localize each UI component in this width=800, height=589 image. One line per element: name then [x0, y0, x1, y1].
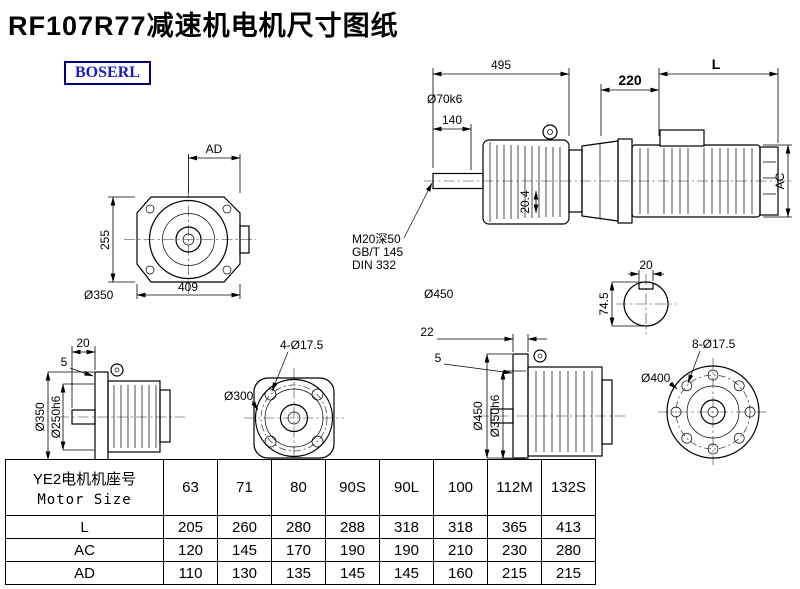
cell: 413	[541, 515, 596, 539]
table-row-AC: AC 120 145 170 190 190 210 230 280	[5, 538, 596, 562]
dim-409: 409	[178, 280, 198, 294]
dim-key-width: 20	[639, 258, 653, 272]
header-cn: YE2电机机座号	[32, 470, 137, 488]
dim-dia-350-out: Ø350	[33, 402, 47, 432]
dim-74-5: 74.5	[597, 292, 611, 316]
cell: 215	[487, 561, 542, 585]
dim-L: L	[712, 56, 721, 72]
note-thread: M20深50	[352, 232, 401, 246]
dim-495: 495	[491, 58, 511, 72]
label-4-holes: 4-Ø17.5	[280, 338, 324, 352]
cell: 210	[433, 538, 488, 562]
cell: 145	[379, 561, 434, 585]
dim-dia-350h6: Ø350h6	[488, 394, 502, 437]
row-label: AD	[5, 561, 164, 585]
dim-255: 255	[98, 230, 112, 250]
keyway	[638, 283, 654, 290]
dim-ad: AD	[206, 142, 223, 156]
col-header-112m: 112M	[487, 459, 542, 516]
cell: 110	[163, 561, 218, 585]
dim-220: 220	[618, 72, 642, 88]
housing	[107, 380, 161, 453]
shaft-stub	[71, 409, 96, 425]
cell: 260	[217, 515, 272, 539]
dim-dia-250h6: Ø250h6	[49, 395, 63, 438]
dim-AC: AC	[773, 172, 787, 189]
cell: 280	[271, 515, 326, 539]
view-flange-small-side: 20 5 Ø350 Ø250h6	[33, 336, 185, 461]
dim-22: 22	[420, 325, 434, 339]
table-row-AD: AD 110 130 135 145 145 160 215 215	[5, 561, 596, 585]
col-header-90s: 90S	[325, 459, 380, 516]
label-dia-350: Ø350	[84, 288, 114, 302]
cell: 190	[325, 538, 380, 562]
fan-cover	[759, 146, 779, 216]
dim-5: 5	[61, 355, 68, 369]
cell: 120	[163, 538, 218, 562]
flange-plate	[94, 371, 109, 461]
lifting-eye	[533, 349, 547, 363]
note-din332: DIN 332	[352, 258, 396, 272]
table-row-L: L 205 260 280 288 318 318 365 413	[5, 515, 596, 539]
view-flange-large-front: 8-Ø17.5 Ø400	[641, 337, 768, 465]
cell: 135	[271, 561, 326, 585]
view-flange-large-side: 22 5 Ø450 Ø350h6	[420, 325, 628, 460]
col-header-71: 71	[217, 459, 272, 516]
cell: 318	[433, 515, 488, 539]
label-dia-300: Ø300	[224, 389, 254, 403]
dim-20: 20	[76, 336, 90, 350]
row-label: L	[5, 515, 164, 539]
table-header-row: YE2电机机座号 Motor Size 63 71 80 90S 90L 100…	[5, 459, 596, 516]
view-shaft-section: 20 74.5	[597, 258, 676, 334]
cell: 288	[325, 515, 380, 539]
dim-140: 140	[442, 113, 462, 127]
note-gbt145: GB/T 145	[352, 245, 403, 259]
dim-5: 5	[435, 351, 442, 365]
cell: 190	[379, 538, 434, 562]
cell: 365	[487, 515, 542, 539]
terminal-box	[659, 129, 705, 147]
header-en: Motor Size	[37, 491, 132, 508]
col-header-90l: 90L	[379, 459, 434, 516]
col-header-80: 80	[271, 459, 326, 516]
flange-square	[253, 377, 335, 459]
cell: 170	[271, 538, 326, 562]
motor-size-table: YE2电机机座号 Motor Size 63 71 80 90S 90L 100…	[5, 459, 596, 585]
cell: 130	[217, 561, 272, 585]
cell: 205	[163, 515, 218, 539]
cell: 280	[541, 538, 596, 562]
label-dia-450-side: Ø450	[424, 287, 454, 301]
page-title: RF107R77减速机电机尺寸图纸	[8, 11, 399, 41]
lifting-eye	[110, 363, 124, 377]
col-header-63: 63	[163, 459, 218, 516]
dim-20-4: 20.4	[518, 190, 532, 214]
technical-drawing: AD 255 409 Ø350 495 140 Ø70k	[33, 56, 793, 465]
view-gearbox-front: AD 255 409 Ø350	[84, 142, 256, 302]
dim-dia-450-out: Ø450	[471, 401, 485, 431]
cell: 318	[379, 515, 434, 539]
lifting-eye	[542, 124, 558, 140]
col-header-100: 100	[433, 459, 488, 516]
view-assembly-side: 495 140 Ø70k6 220 L AC 20.4 M20深50 GB/T …	[352, 56, 793, 301]
row-label: AC	[5, 538, 164, 562]
housing	[527, 366, 603, 457]
label-dia-400: Ø400	[641, 371, 671, 385]
flange-plate	[512, 353, 529, 459]
boserl-logo: BOSERL	[64, 61, 151, 85]
cell: 160	[433, 561, 488, 585]
label-shaft-diameter: Ø70k6	[427, 92, 463, 106]
cell: 230	[487, 538, 542, 562]
label-8-holes: 8-Ø17.5	[692, 337, 736, 351]
table-header-motor-size: YE2电机机座号 Motor Size	[5, 459, 164, 516]
terminal-lug	[239, 225, 250, 254]
cell: 215	[541, 561, 596, 585]
gearbox-housing	[136, 196, 241, 283]
cell: 145	[325, 561, 380, 585]
view-flange-small-front: 4-Ø17.5 Ø300	[224, 338, 344, 465]
col-header-132s: 132S	[541, 459, 596, 516]
cell: 145	[217, 538, 272, 562]
